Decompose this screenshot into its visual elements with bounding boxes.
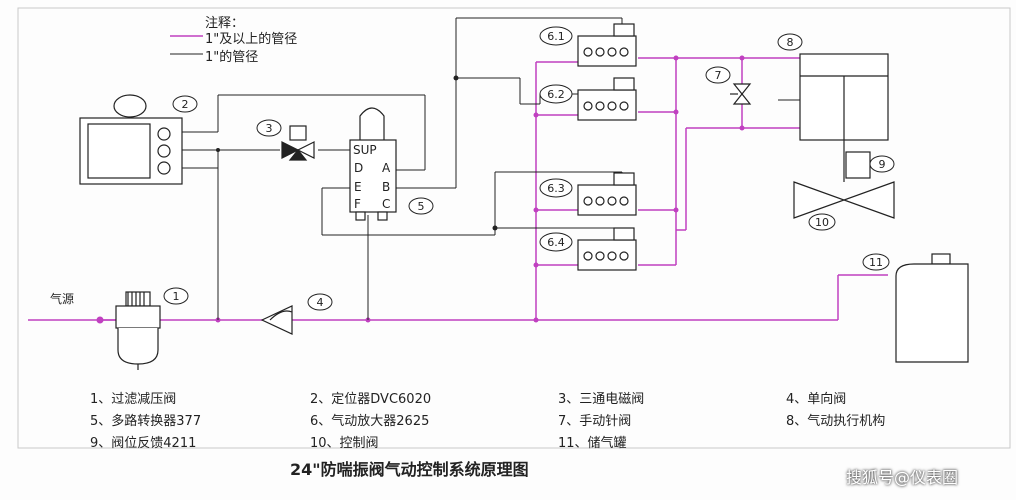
positioner-dvc6020 bbox=[79, 94, 183, 185]
notes-black-line-label: 1"的管径 bbox=[205, 50, 259, 65]
port-f: F bbox=[354, 197, 361, 211]
callout-6-1: 6.1 bbox=[547, 30, 565, 43]
port-a: A bbox=[382, 161, 391, 175]
callout-1: 1 bbox=[173, 290, 180, 303]
port-e: E bbox=[354, 180, 362, 194]
position-feedback-4211 bbox=[845, 151, 871, 179]
legend-8: 8、气动执行机构 bbox=[786, 414, 886, 429]
check-valve bbox=[260, 305, 293, 335]
callout-6-2: 6.2 bbox=[547, 88, 565, 101]
multiplexer-377 bbox=[349, 107, 397, 221]
callout-10: 10 bbox=[815, 216, 829, 229]
callout-8: 8 bbox=[787, 36, 794, 49]
volume-booster-6-3 bbox=[577, 172, 637, 216]
callout-7: 7 bbox=[715, 69, 722, 82]
watermark: 搜狐号@仪表圈 bbox=[846, 468, 959, 487]
pneumatic-actuator bbox=[799, 53, 889, 182]
callout-9: 9 bbox=[879, 158, 886, 171]
diagram-title: 24"防喘振阀气动控制系统原理图 bbox=[290, 460, 529, 479]
callout-2: 2 bbox=[182, 98, 189, 111]
callout-3: 3 bbox=[266, 122, 273, 135]
legend-4: 4、单向阀 bbox=[786, 392, 847, 407]
signal-lines bbox=[182, 17, 800, 320]
pink-junctions bbox=[96, 55, 745, 324]
filter-regulator bbox=[115, 291, 161, 370]
legend-3: 3、三通电磁阀 bbox=[558, 392, 645, 407]
main-supply-lines bbox=[28, 57, 888, 321]
signal-junctions bbox=[216, 75, 498, 231]
legend-5: 5、多路转换器377 bbox=[90, 414, 202, 429]
volume-booster-6-1 bbox=[577, 23, 637, 67]
legend-6: 6、气动放大器2625 bbox=[310, 414, 430, 429]
port-c: C bbox=[382, 197, 390, 211]
air-source-label: 气源 bbox=[50, 291, 74, 306]
callout-6-4: 6.4 bbox=[547, 236, 565, 249]
port-d: D bbox=[354, 161, 363, 175]
volume-booster-6-4 bbox=[577, 227, 637, 271]
legend-9: 9、阀位反馈4211 bbox=[90, 436, 197, 451]
control-valve bbox=[793, 181, 895, 219]
volume-booster-6-2 bbox=[577, 77, 637, 121]
solenoid-valve bbox=[281, 125, 315, 161]
port-b: B bbox=[382, 180, 390, 194]
diagram-border bbox=[17, 7, 1011, 449]
callout-5: 5 bbox=[418, 200, 425, 213]
needle-valve bbox=[730, 83, 752, 105]
port-sup: SUP bbox=[353, 143, 377, 157]
callout-11: 11 bbox=[869, 256, 883, 269]
callout-6-3: 6.3 bbox=[547, 182, 565, 195]
legend-2: 2、定位器DVC6020 bbox=[310, 392, 432, 407]
notes-title: 注释： bbox=[205, 16, 245, 31]
air-receiver-tank bbox=[895, 253, 969, 363]
legend-1: 1、过滤减压阀 bbox=[90, 392, 177, 407]
legend-10: 10、控制阀 bbox=[310, 436, 379, 451]
legend-11: 11、储气罐 bbox=[558, 436, 627, 451]
notes-pink-line-label: 1"及以上的管径 bbox=[205, 32, 298, 47]
callout-circles bbox=[163, 26, 895, 311]
callout-4: 4 bbox=[317, 296, 324, 309]
legend-7: 7、手动针阀 bbox=[558, 414, 632, 429]
